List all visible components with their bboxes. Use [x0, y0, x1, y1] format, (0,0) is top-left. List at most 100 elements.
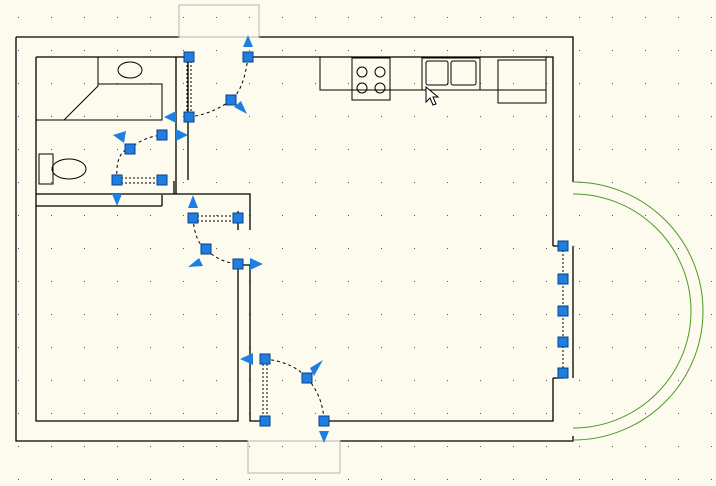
- grid-dot: [513, 50, 514, 51]
- grid-dot: [117, 116, 118, 117]
- grid-dot: [150, 479, 151, 480]
- grip-square[interactable]: [557, 273, 569, 285]
- grip-square[interactable]: [318, 415, 330, 427]
- grid-dot: [447, 149, 448, 150]
- grid-dot: [513, 182, 514, 183]
- snap-grid: [18, 17, 712, 480]
- grip-arrow-icon[interactable]: [319, 431, 329, 443]
- grip-arrow-icon[interactable]: [176, 129, 188, 141]
- grid-dot: [414, 446, 415, 447]
- grip-square[interactable]: [557, 305, 569, 317]
- grip-square[interactable]: [259, 353, 271, 365]
- grip-square[interactable]: [259, 415, 271, 427]
- grip-arrow-icon[interactable]: [310, 360, 323, 376]
- burner-1: [356, 66, 368, 78]
- grid-dot: [183, 248, 184, 249]
- grip-arrow-icon[interactable]: [112, 194, 122, 206]
- grip-arrow-icon[interactable]: [113, 131, 126, 143]
- cursor-arrow-icon: [425, 85, 440, 106]
- grid-dot: [282, 380, 283, 381]
- grid-dot: [315, 314, 316, 315]
- grid-dot: [18, 83, 19, 84]
- grip-square[interactable]: [301, 372, 313, 384]
- grid-dot: [381, 380, 382, 381]
- grid-dot: [117, 215, 118, 216]
- grid-dot: [51, 149, 52, 150]
- grid-dot: [480, 446, 481, 447]
- grid-dot: [546, 17, 547, 18]
- grip-arrow-icon[interactable]: [250, 258, 263, 270]
- grid-dot: [84, 17, 85, 18]
- grid-dot: [216, 17, 217, 18]
- grid-dot: [315, 413, 316, 414]
- grid-dot: [282, 479, 283, 480]
- grid-dot: [84, 50, 85, 51]
- grid-dot: [678, 17, 679, 18]
- sink-bowl-left: [425, 60, 449, 86]
- selection-grips[interactable]: [111, 35, 569, 443]
- grid-dot: [579, 413, 580, 414]
- grid-dot: [381, 116, 382, 117]
- grip-square[interactable]: [183, 51, 195, 63]
- grip-square[interactable]: [232, 258, 244, 270]
- grip-square[interactable]: [156, 174, 168, 186]
- grip-square[interactable]: [232, 212, 244, 224]
- grid-dot: [51, 314, 52, 315]
- grip-arrow-icon[interactable]: [240, 353, 253, 365]
- grid-dot: [282, 149, 283, 150]
- grid-dot: [546, 479, 547, 480]
- grid-dot: [51, 380, 52, 381]
- double-sink: [421, 57, 481, 91]
- grip-square[interactable]: [183, 111, 195, 123]
- grid-dot: [18, 347, 19, 348]
- grip-arrow-icon[interactable]: [164, 111, 176, 123]
- burner-2: [374, 66, 386, 78]
- grid-dot: [249, 248, 250, 249]
- stove: [351, 57, 391, 101]
- grip-square[interactable]: [124, 143, 136, 155]
- grip-square[interactable]: [557, 367, 569, 379]
- grid-dot: [18, 149, 19, 150]
- grid-dot: [150, 215, 151, 216]
- grip-square[interactable]: [156, 129, 168, 141]
- grid-dot: [414, 116, 415, 117]
- grip-arrow-icon[interactable]: [243, 35, 253, 47]
- grid-dot: [447, 446, 448, 447]
- grid-dot: [678, 380, 679, 381]
- grid-dot: [678, 347, 679, 348]
- grip-square[interactable]: [225, 94, 237, 106]
- grid-dot: [348, 248, 349, 249]
- grid-dot: [381, 17, 382, 18]
- grip-arrow-icon[interactable]: [188, 258, 203, 267]
- toilet-tank: [38, 153, 54, 185]
- grid-dot: [645, 413, 646, 414]
- grid-dot: [150, 149, 151, 150]
- grip-square[interactable]: [187, 212, 199, 224]
- grid-dot: [216, 413, 217, 414]
- grip-square[interactable]: [200, 243, 212, 255]
- grid-dot: [513, 248, 514, 249]
- grid-dot: [315, 446, 316, 447]
- grid-dot: [711, 83, 712, 84]
- grip-arrow-icon[interactable]: [234, 101, 247, 114]
- grip-square[interactable]: [557, 240, 569, 252]
- grid-dot: [348, 182, 349, 183]
- grid-dot: [546, 380, 547, 381]
- grid-dot: [183, 50, 184, 51]
- grid-dot: [117, 314, 118, 315]
- grip-arrow-icon[interactable]: [188, 195, 198, 208]
- grid-dot: [150, 17, 151, 18]
- grid-dot: [546, 149, 547, 150]
- grid-dot: [348, 116, 349, 117]
- grid-dot: [51, 83, 52, 84]
- grip-square[interactable]: [242, 51, 254, 63]
- grid-dot: [315, 50, 316, 51]
- grid-dot: [612, 83, 613, 84]
- grip-square[interactable]: [557, 336, 569, 348]
- grip-square[interactable]: [111, 174, 123, 186]
- burner-4: [374, 82, 386, 94]
- grid-dot: [645, 50, 646, 51]
- grid-dot: [546, 347, 547, 348]
